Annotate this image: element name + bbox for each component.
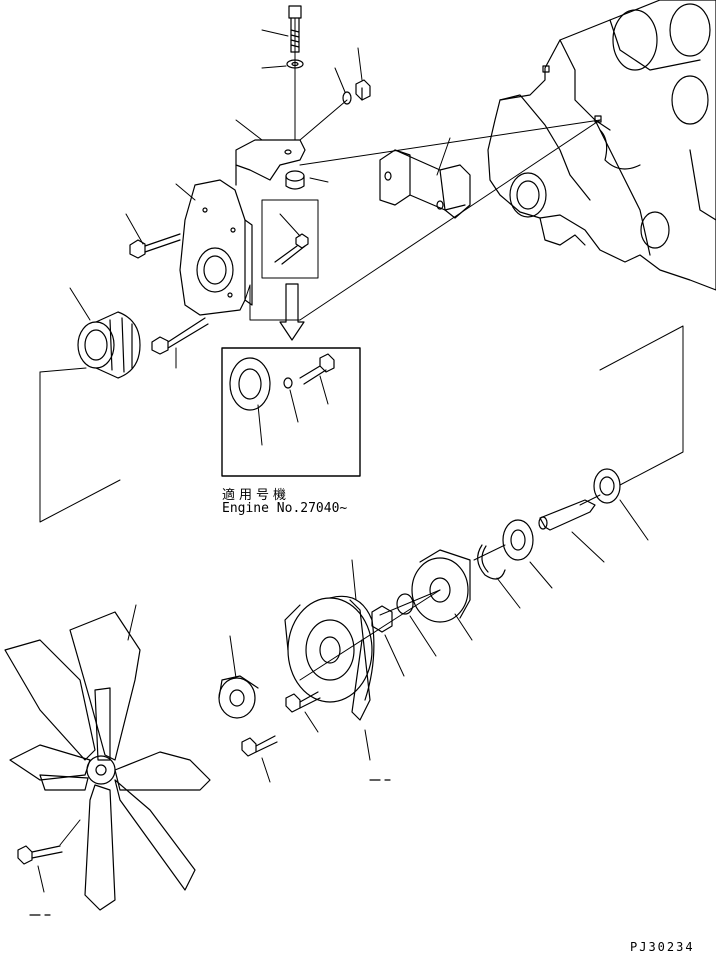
figure-code: PJ30234: [630, 940, 695, 954]
nut-mid-icon: [372, 606, 392, 632]
callout-line2: Engine No.27040~: [222, 501, 348, 516]
bracket-icon: [236, 140, 305, 185]
lock-washer-icon: [343, 92, 351, 104]
callout-line1: 適用号機: [222, 488, 291, 503]
fan-icon: [5, 612, 210, 910]
snap-ring-icon: [478, 545, 505, 579]
pipe-bracket-icon: [380, 150, 470, 218]
belt-icon: [350, 600, 370, 720]
spacer-icon: [286, 171, 304, 189]
washer-mid-icon: [397, 594, 413, 614]
support-plate-icon: [180, 180, 252, 315]
shaft-icon: [539, 500, 595, 530]
detail-arrow-icon: [280, 284, 304, 340]
assembly-lines: [38, 18, 683, 892]
hub-icon: [412, 550, 470, 622]
bolt-pulley-icon: [286, 692, 320, 712]
detail-washer-icon: [284, 378, 292, 388]
detail-bolt-icon: [300, 354, 334, 384]
spacer-hub-icon: [219, 676, 258, 718]
bolt-left-icon: [130, 234, 180, 258]
detail-box: [222, 348, 360, 476]
long-bolt-icon: [152, 318, 208, 354]
bearing-right-icon: [594, 469, 620, 503]
pulley-icon: [285, 596, 374, 702]
bearing-mid-icon: [503, 520, 533, 560]
bolt-fan-icon: [18, 846, 62, 864]
detail-gasket-icon: [230, 358, 270, 410]
bolt-detail-icon: [275, 234, 308, 264]
bolt-spacer-icon: [242, 736, 277, 756]
nut-icon: [356, 80, 370, 100]
bearing-housing-icon: [78, 312, 140, 378]
engine-block-icon: [488, 0, 716, 290]
